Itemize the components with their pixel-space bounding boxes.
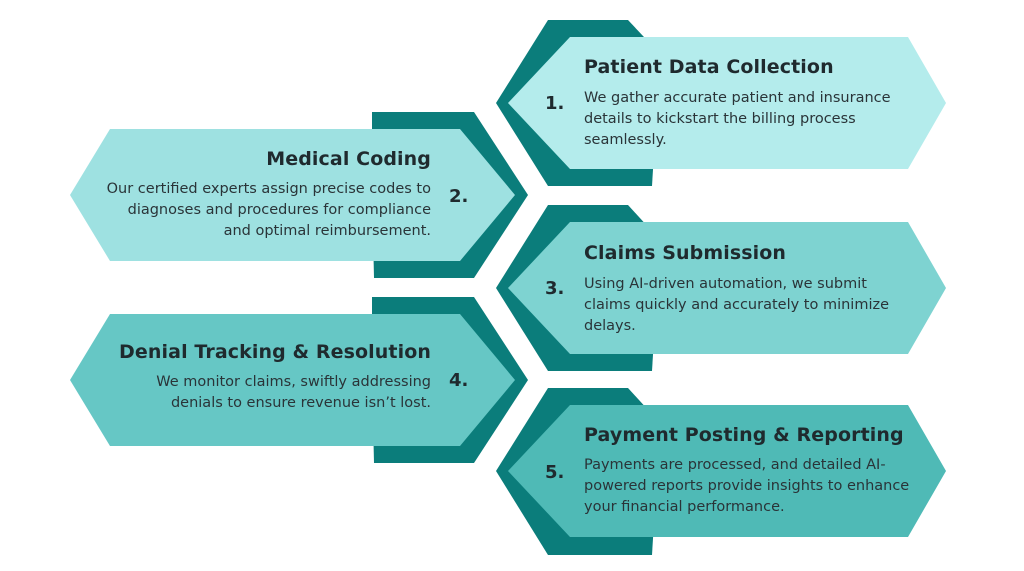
step-1-description: We gather accurate patient and insurance… bbox=[584, 90, 891, 148]
step-4-number: 4. bbox=[449, 370, 469, 391]
step-5-title: Payment Posting & Reporting bbox=[584, 424, 904, 446]
step-1-title: Patient Data Collection bbox=[584, 56, 834, 78]
step-2-title: Medical Coding bbox=[266, 148, 431, 170]
step-3-hexagon bbox=[508, 222, 946, 354]
step-5-number: 5. bbox=[545, 462, 565, 483]
step-4-hexagon bbox=[70, 314, 515, 446]
step-2-number: 2. bbox=[449, 186, 469, 207]
step-3-description: Using AI-driven automation, we submit cl… bbox=[584, 276, 890, 334]
step-1-number: 1. bbox=[545, 93, 565, 114]
step-2-description: Our certified experts assign precise cod… bbox=[106, 181, 431, 239]
step-3-number: 3. bbox=[545, 278, 565, 299]
step-2-hexagon bbox=[70, 129, 515, 261]
step-1-hexagon bbox=[508, 37, 946, 169]
step-5-description: Payments are processed, and detailed AI-… bbox=[584, 457, 910, 515]
step-4-description: We monitor claims, swiftly addressing de… bbox=[156, 374, 431, 411]
step-5-hexagon bbox=[508, 405, 946, 537]
step-4-title: Denial Tracking & Resolution bbox=[119, 341, 431, 363]
step-3-title: Claims Submission bbox=[584, 242, 787, 264]
